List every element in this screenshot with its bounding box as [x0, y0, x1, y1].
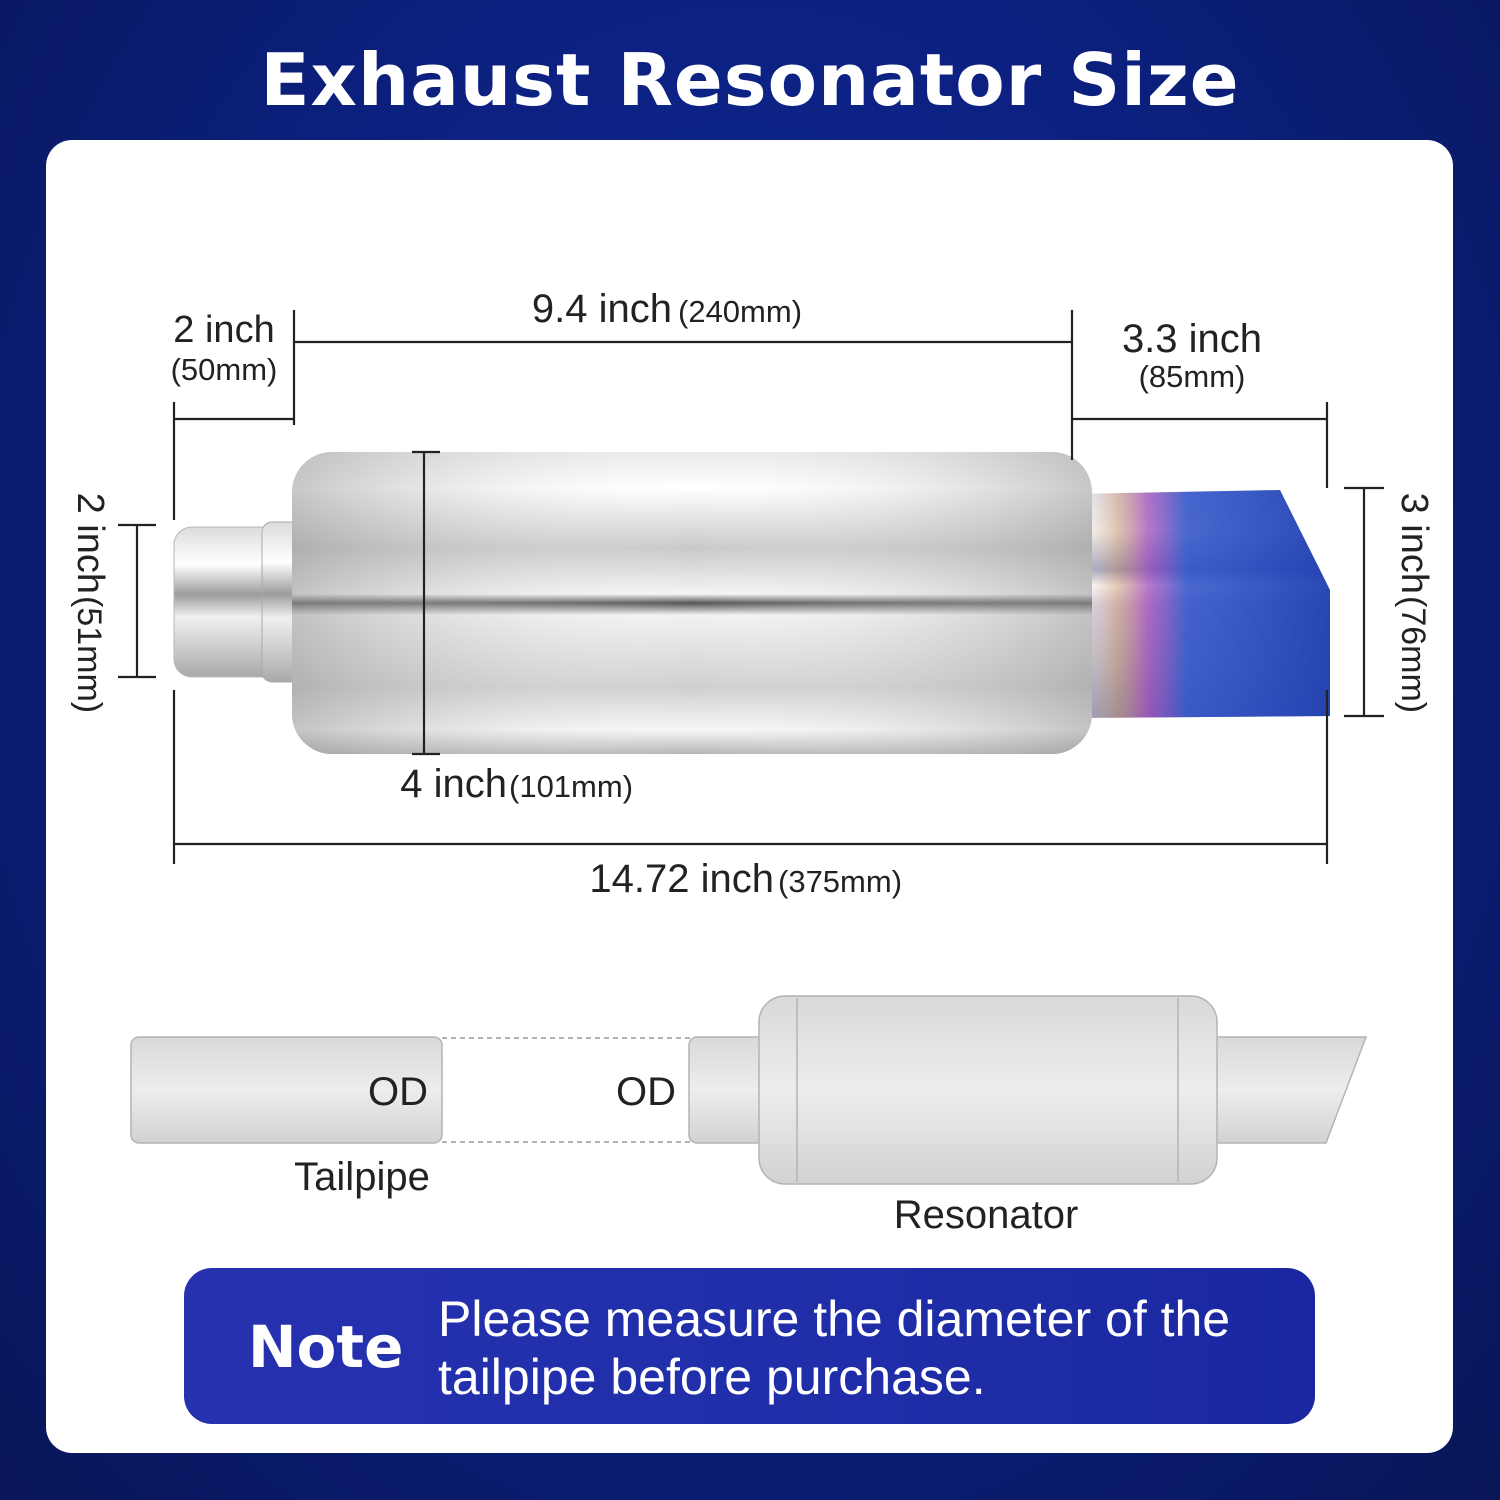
exhaust-tip-burnt-finish [1070, 490, 1330, 718]
dimension-lines [118, 310, 1384, 864]
page-title: Exhaust Resonator Size [260, 38, 1240, 122]
tailpipe-shape [130, 1036, 443, 1144]
tip-diameter-label: 3 inch (76mm) [1393, 493, 1435, 714]
fitment-illustration [130, 995, 1368, 1185]
resonator-photo [173, 452, 1330, 754]
tip-length-metric: (85mm) [1139, 359, 1246, 394]
resonator-tip-shape [1199, 1036, 1368, 1144]
resonator-body-shading [292, 452, 1092, 754]
note-label: Note [248, 1313, 404, 1381]
inlet-diameter-metric: (51mm) [70, 596, 108, 713]
inlet-diameter-value: 2 inch [69, 493, 111, 594]
overall-length-metric: (375mm) [778, 864, 902, 899]
diagram-card [46, 140, 1453, 1453]
resonator-od-label: OD [616, 1070, 676, 1114]
note-text: Please measure the diameter of the tailp… [438, 1291, 1231, 1405]
tip-diameter-metric: (76mm) [1394, 596, 1432, 713]
inlet-length-value: 2 inch [173, 309, 274, 351]
overall-length-value: 14.72 inch [589, 857, 774, 901]
note-banner: Note Please measure the diameter of the … [184, 1268, 1315, 1424]
inlet-diameter-label: 2 inch (51mm) [69, 493, 111, 714]
tip-diameter-value: 3 inch [1393, 493, 1435, 594]
tailpipe-label: Tailpipe [294, 1155, 430, 1199]
body-diameter-value: 4 inch [400, 762, 507, 806]
body-length-value: 9.4 inch [532, 287, 672, 331]
body-diameter-metric: (101mm) [509, 769, 633, 804]
tip-length-value: 3.3 inch [1122, 317, 1262, 361]
tailpipe-od-label: OD [368, 1070, 428, 1114]
inlet-length-metric: (50mm) [171, 352, 278, 387]
resonator-label: Resonator [894, 1193, 1079, 1237]
body-length-metric: (240mm) [678, 294, 802, 329]
resonator-body-shape [758, 995, 1218, 1185]
